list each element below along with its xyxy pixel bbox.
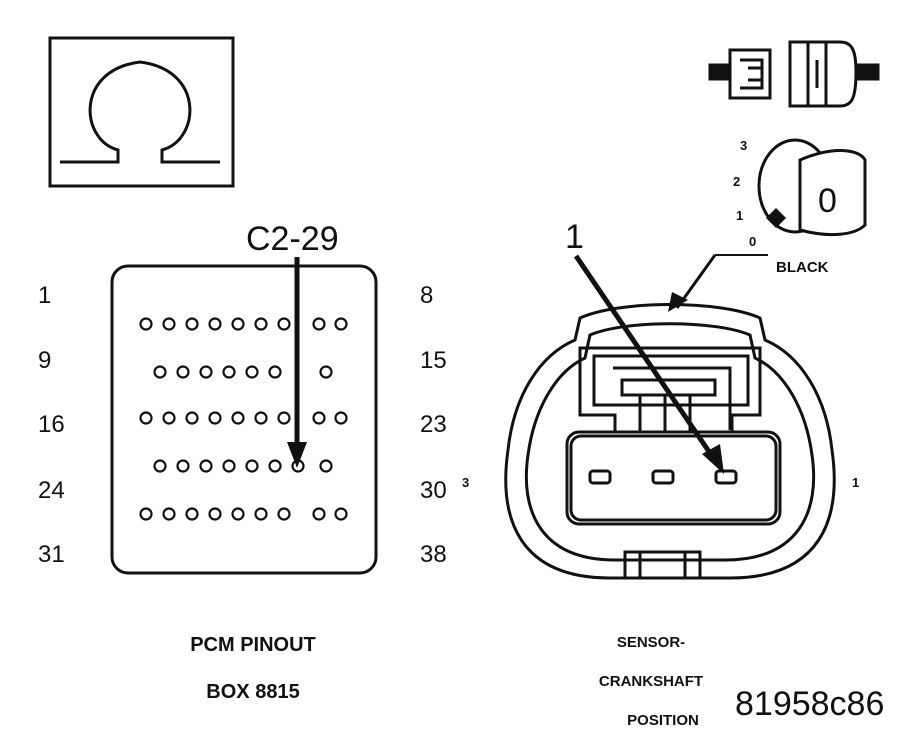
pcm-row-number-right: 15 (420, 347, 447, 374)
ohm-icon (60, 60, 220, 164)
key-value-label: 0 (818, 182, 837, 220)
connector-plug-icon (708, 40, 880, 108)
pcm-pin-hole (319, 365, 333, 379)
pcm-pin-hole (319, 459, 333, 473)
sensor-pin-number-right: 1 (852, 475, 859, 490)
pcm-caption-title: PCM PINOUT (190, 634, 316, 656)
sensor-latch-inner (592, 354, 750, 407)
pcm-pin-hole (208, 411, 222, 425)
pcm-pin-hole (312, 507, 326, 521)
pcm-pin-hole (162, 317, 176, 331)
pcm-row-number-right: 38 (420, 541, 447, 568)
pcm-left-numbers: 1 9 16 24 31 (38, 282, 65, 568)
color-leader (668, 254, 768, 312)
pcm-pin-hole (231, 411, 245, 425)
pcm-callout-arrow (287, 257, 307, 468)
pcm-row-number-left: 24 (38, 477, 65, 504)
pcm-connector-outline (110, 264, 378, 575)
key-scale-mark: 1 (736, 208, 743, 223)
pcm-pin-hole (268, 365, 282, 379)
sensor-latch-tab (620, 378, 717, 397)
pcm-pin-hole (185, 317, 199, 331)
pcm-pin-hole (222, 459, 236, 473)
sensor-inner-housing (524, 322, 816, 562)
pcm-callout-label: C2-29 (246, 220, 339, 258)
pcm-pin-hole (139, 507, 153, 521)
pcm-pin-hole (208, 317, 222, 331)
sensor-caption-line1: SENSOR- (617, 634, 685, 651)
sensor-base-tab (623, 550, 702, 580)
pcm-pin-hole (153, 459, 167, 473)
pcm-pin-grid (139, 317, 348, 521)
ohm-symbol-box (48, 36, 235, 188)
ohmmeter-symbol (48, 36, 235, 188)
pcm-pin-hole (334, 507, 348, 521)
pcm-pin-hole (277, 411, 291, 425)
pcm-connector (110, 264, 378, 575)
sensor-outer-housing (504, 303, 836, 580)
pcm-row-number-right: 8 (420, 282, 433, 309)
key-scale-mark: 2 (733, 174, 740, 189)
pcm-pin-hole (254, 507, 268, 521)
sensor-connector (504, 303, 836, 580)
pcm-pin-hole (176, 459, 190, 473)
sensor-terminal (651, 469, 675, 485)
key-scale-mark: 3 (740, 138, 747, 153)
pcm-pin-hole (277, 317, 291, 331)
pcm-pin-hole (153, 365, 167, 379)
pcm-pin-hole (334, 317, 348, 331)
sensor-latch (578, 346, 762, 434)
pcm-pin-hole (222, 365, 236, 379)
pcm-pin-hole (277, 507, 291, 521)
pcm-pin-hole (231, 507, 245, 521)
connector-color-label: BLACK (776, 259, 829, 276)
key-pointer (766, 208, 786, 228)
pcm-pin-hole (185, 507, 199, 521)
pcm-pin-hole (312, 317, 326, 331)
pcm-right-numbers: 8 15 23 30 38 (420, 282, 447, 568)
sensor-caption-line2: CRANKSHAFT (599, 673, 703, 690)
sensor-callout-arrow (573, 254, 724, 474)
pcm-pin-hole (139, 411, 153, 425)
sensor-terminal (714, 469, 738, 485)
pcm-pin-hole (139, 317, 153, 331)
sensor-plug-cavity-inner (569, 434, 778, 522)
key-head (798, 149, 867, 236)
pcm-pin-hole (254, 317, 268, 331)
pcm-row-number-left: 9 (38, 347, 51, 374)
pcm-row-number-right: 30 (420, 477, 447, 504)
pcm-pin-hole (231, 317, 245, 331)
pcm-pin-hole (245, 459, 259, 473)
pcm-pin-hole (254, 411, 268, 425)
key-scale-mark: 0 (749, 234, 756, 249)
pcm-row-number-left: 1 (38, 282, 51, 309)
pcm-pin-hole (268, 459, 282, 473)
pcm-pin-hole (312, 411, 326, 425)
sensor-pin-number-left: 3 (462, 475, 469, 490)
pcm-pin-hole (245, 365, 259, 379)
key-position-icon: 3 2 1 0 0 (733, 138, 867, 249)
pcm-pin-hole (208, 507, 222, 521)
pcm-pin-hole (162, 507, 176, 521)
pcm-row-number-left: 31 (38, 541, 65, 568)
pcm-pin-hole (199, 365, 213, 379)
pcm-pin-hole (199, 459, 213, 473)
pcm-pin-hole (334, 411, 348, 425)
figure-code: 81958c86 (735, 685, 884, 723)
pcm-pin-hole (185, 411, 199, 425)
pcm-row-number-right: 23 (420, 411, 447, 438)
pcm-caption-box: BOX 8815 (206, 681, 299, 703)
sensor-caption-line3: POSITION (627, 712, 699, 729)
sensor-callout-label: 1 (565, 218, 584, 256)
pcm-pin-hole (162, 411, 176, 425)
pcm-pin-hole (176, 365, 190, 379)
pcm-row-number-left: 16 (38, 411, 65, 438)
sensor-terminal (588, 469, 612, 485)
